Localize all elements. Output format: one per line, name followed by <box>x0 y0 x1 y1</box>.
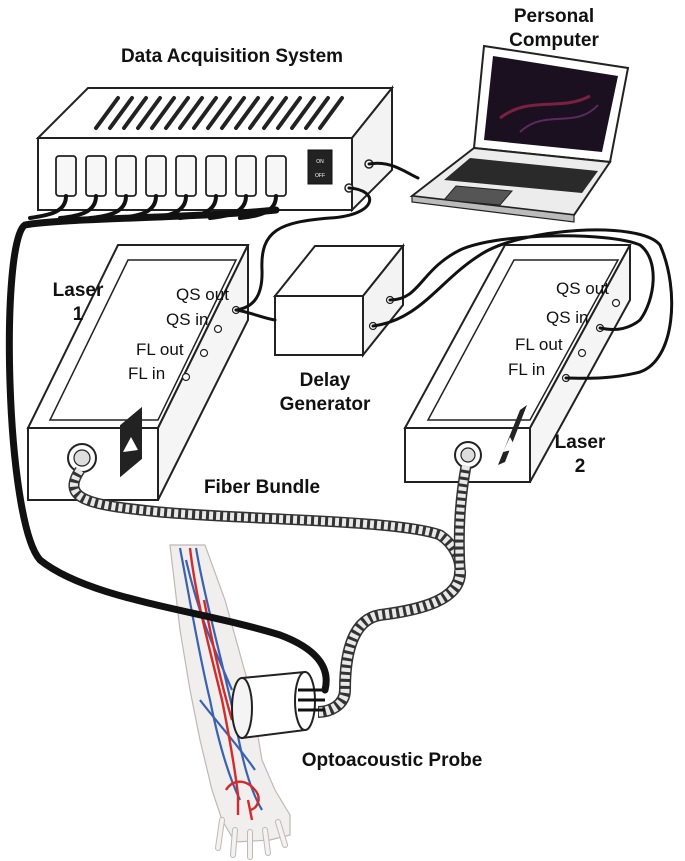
laser2-label-1: Laser <box>555 432 606 453</box>
laser1-port-qs-in: QS in <box>166 310 209 329</box>
delay-generator <box>272 243 406 358</box>
delay-label-1: Delay <box>300 370 351 391</box>
optoacoustic-probe <box>231 670 325 740</box>
arm-illustration <box>169 544 291 860</box>
power-switch: ON OFF <box>307 149 333 185</box>
laser-1 <box>26 244 250 501</box>
laser1-label-2: 1 <box>73 304 84 325</box>
vent-slots <box>94 96 344 130</box>
laser-2 <box>403 244 632 483</box>
data-acquisition-system: ON OFF <box>35 85 395 213</box>
laser1-port-fl-in: FL in <box>128 364 165 383</box>
laser2-port-fl-out: FL out <box>515 335 563 354</box>
laser2-port-fl-in: FL in <box>508 360 545 379</box>
laser2-label-2: 2 <box>575 456 586 477</box>
laser1-label-1: Laser <box>53 280 104 301</box>
personal-computer-label-1: Personal <box>514 6 594 27</box>
arteries <box>188 547 260 821</box>
personal-computer <box>409 44 630 223</box>
fiber-bundle <box>68 465 472 718</box>
laser2-port-qs-in: QS in <box>546 308 589 327</box>
fiber-bundle-label: Fiber Bundle <box>204 477 320 498</box>
svg-text:OFF: OFF <box>315 173 325 179</box>
signal-cables <box>5 161 674 694</box>
optoacoustic-probe-label: Optoacoustic Probe <box>302 750 483 771</box>
svg-text:ON: ON <box>316 159 324 165</box>
laser1-port-qs-out: QS out <box>176 285 229 304</box>
laser-warning-icon <box>498 405 527 465</box>
personal-computer-label-2: Computer <box>509 30 599 51</box>
daq-label: Data Acquisition System <box>121 46 343 67</box>
laser2-port-qs-out: QS out <box>556 279 609 298</box>
laser-warning-icon <box>120 406 142 478</box>
delay-label-2: Generator <box>280 394 371 415</box>
laser1-port-fl-out: FL out <box>136 340 184 359</box>
